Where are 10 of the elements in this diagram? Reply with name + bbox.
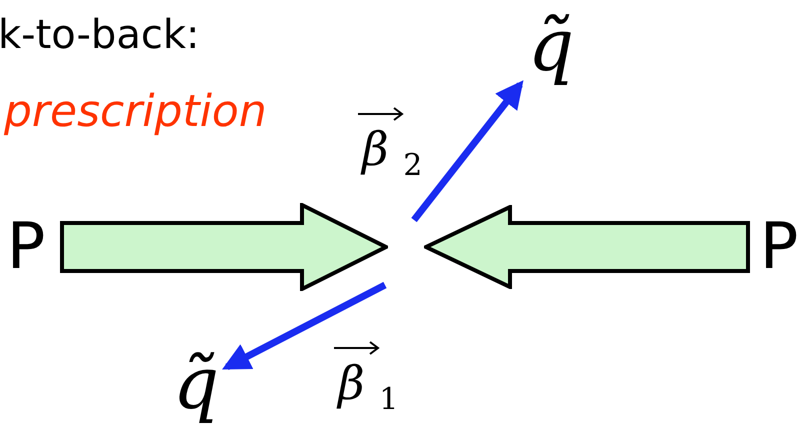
particle-label: q̃	[520, 2, 582, 88]
beam-arrow	[60, 203, 388, 291]
velocity-label: β $_{2}$	[362, 122, 422, 184]
particle-label: q̃	[165, 340, 227, 426]
particle-label: P	[752, 212, 806, 282]
velocity-label: β $_{1}$	[338, 356, 398, 418]
particle-label: P	[0, 212, 52, 282]
heading-text: k-to-back:	[0, 12, 200, 58]
beam-arrow	[424, 205, 750, 289]
prescription-text: prescription	[4, 86, 267, 137]
